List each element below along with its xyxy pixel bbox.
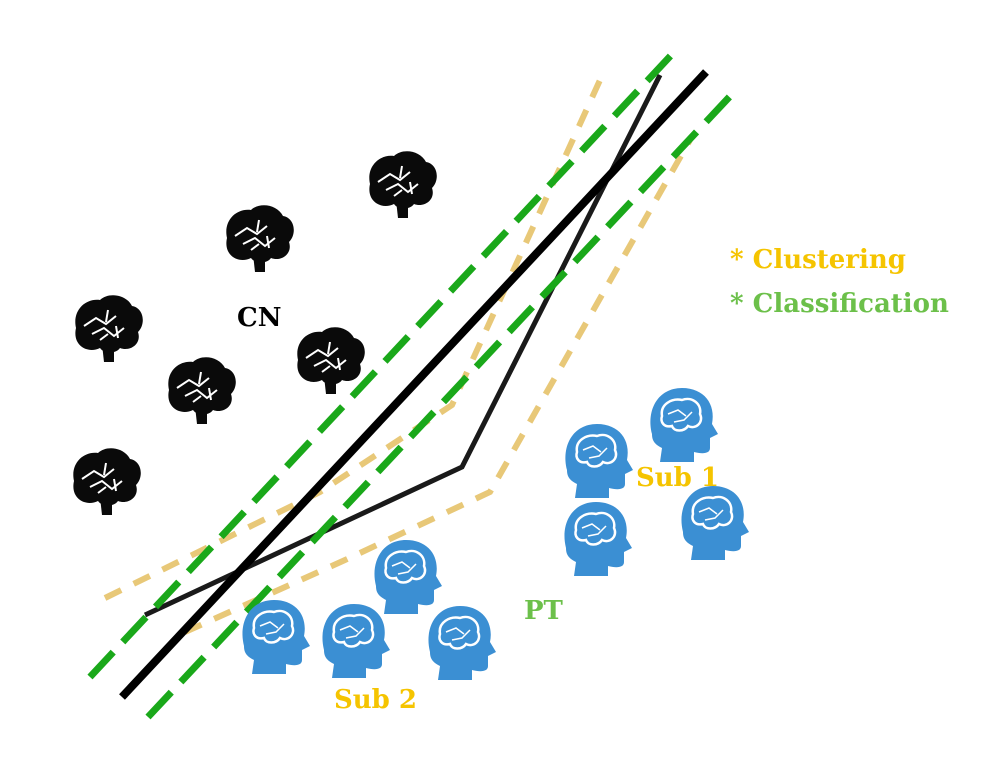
clustering-boundary-upper — [103, 78, 603, 601]
cn-label: CN — [237, 303, 281, 333]
sub2-label: Sub 2 — [334, 685, 417, 715]
nonlinear-classifier-line — [143, 73, 663, 618]
legend-classification: * Classification — [730, 289, 949, 319]
pt-label: PT — [524, 596, 564, 626]
sub1-label: Sub 1 — [636, 463, 719, 493]
legend-clustering: * Clustering — [730, 245, 906, 275]
clustering-boundaries — [103, 78, 693, 635]
linear-classifier-line — [119, 69, 709, 700]
legend: * Clustering * Classification — [730, 245, 949, 319]
